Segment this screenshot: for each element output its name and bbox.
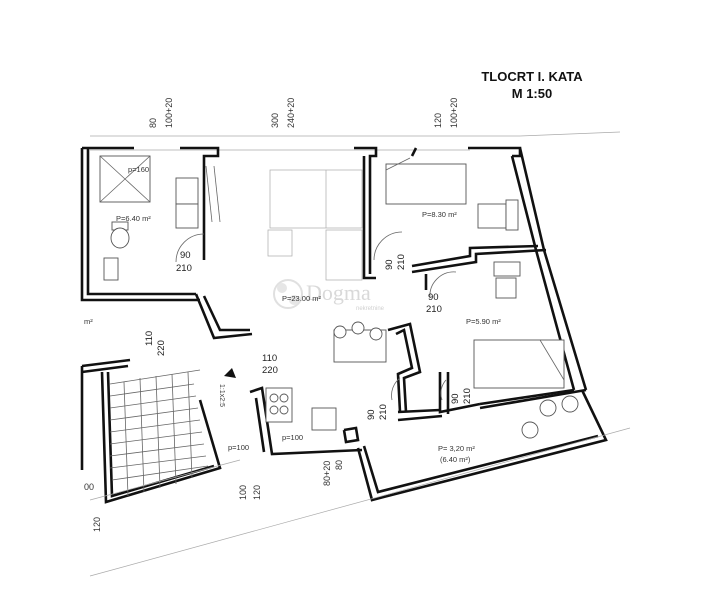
terrace-door1-height: 210: [378, 404, 389, 420]
terrace-area: P= 3,20 m²: [438, 444, 475, 453]
bathroom-door-width: 90: [180, 250, 191, 261]
bed2-door-width: 90: [428, 292, 439, 303]
plan-title: TLOCRT I. KATA: [481, 69, 583, 84]
entry-door-height: 220: [262, 365, 278, 376]
dim-top-3a: 120: [433, 113, 443, 128]
stair-ratio: 1:1x2:5: [218, 384, 225, 407]
bedroom1-area: P=8.30 m²: [422, 210, 457, 219]
bathroom-door-height: 210: [176, 263, 192, 274]
stair-door-width: 110: [144, 331, 155, 346]
living-area: P=23.00 m²: [282, 294, 321, 303]
furniture: [99, 155, 579, 439]
watermark-sub: nekretnine: [356, 306, 385, 312]
bed1-door-height: 210: [396, 254, 407, 270]
bottom-dimension-line: [89, 459, 241, 501]
left-room-area-partial: m²: [84, 317, 93, 326]
top-dimension-line: [90, 131, 621, 151]
terrace-door2-height: 210: [462, 388, 473, 404]
dim-top-2a: 300: [270, 113, 280, 128]
terrace-door2-width: 90: [450, 393, 461, 404]
terrace-door1-width: 90: [366, 409, 377, 420]
door-swings: [175, 231, 457, 401]
bottom-window2-a: 80+20: [322, 461, 332, 486]
watermark-brand: Dogma: [306, 280, 371, 305]
left-bottom-dim-1: 00: [84, 482, 94, 492]
dim-top-2b: 240+20: [286, 98, 296, 128]
bathroom-area: P=6.40 m²: [116, 214, 151, 223]
entry-door-width: 110: [262, 353, 277, 364]
window-parapet-2: p=100: [282, 433, 303, 442]
bottom-window2-b: 80: [334, 460, 344, 470]
bed2-door-height: 210: [426, 304, 442, 315]
stair-door-height: 220: [156, 340, 167, 356]
staircase: [109, 368, 236, 497]
dim-top-1a: 80: [148, 118, 158, 128]
terrace-area-total: (6.40 m²): [440, 455, 471, 464]
bottom-window1-a: 100: [238, 485, 248, 500]
window-parapet-1: p=100: [228, 443, 249, 452]
left-bottom-dim-2: 120: [92, 517, 102, 532]
bottom-boundary-line: [89, 427, 631, 577]
dim-top-1b: 100+20: [164, 98, 174, 128]
shower-label: p=160: [128, 165, 149, 174]
plan-scale: M 1:50: [512, 86, 552, 101]
watermark: Dogma nekretnine: [273, 279, 385, 312]
walls: [80, 146, 608, 504]
bottom-window1-b: 120: [252, 485, 262, 500]
bedroom2-area: P=5.90 m²: [466, 317, 501, 326]
stair-arrow-icon: [224, 368, 236, 378]
bed1-door-width: 90: [384, 259, 395, 270]
dim-top-3b: 100+20: [449, 98, 459, 128]
